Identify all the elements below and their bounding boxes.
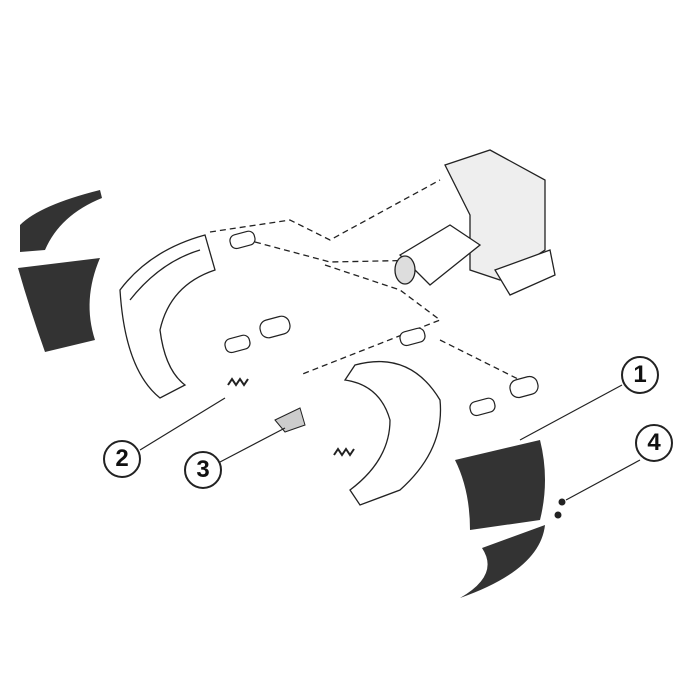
pins (224, 230, 539, 417)
lining-left-lower (18, 258, 100, 352)
callout-1: 1 (621, 356, 659, 394)
assembly-lines (209, 179, 521, 381)
lining-right-lower (460, 525, 545, 598)
callout-number: 3 (196, 456, 210, 483)
anchor-clip (274, 407, 306, 433)
brake-shoe-left (119, 234, 216, 399)
callout-3: 3 (184, 451, 222, 489)
callout-2: 2 (103, 440, 141, 478)
callout-number: 4 (647, 429, 661, 456)
callout-4: 4 (635, 424, 673, 462)
leader-lines (139, 384, 641, 501)
lining-right-upper (455, 440, 545, 530)
axle-spindle (394, 149, 556, 296)
lining-left-upper (20, 190, 102, 252)
callout-number: 2 (115, 445, 129, 472)
return-springs (227, 377, 355, 457)
rivets (554, 498, 566, 519)
brake-shoe-right (343, 361, 442, 506)
callout-number: 1 (633, 361, 647, 388)
